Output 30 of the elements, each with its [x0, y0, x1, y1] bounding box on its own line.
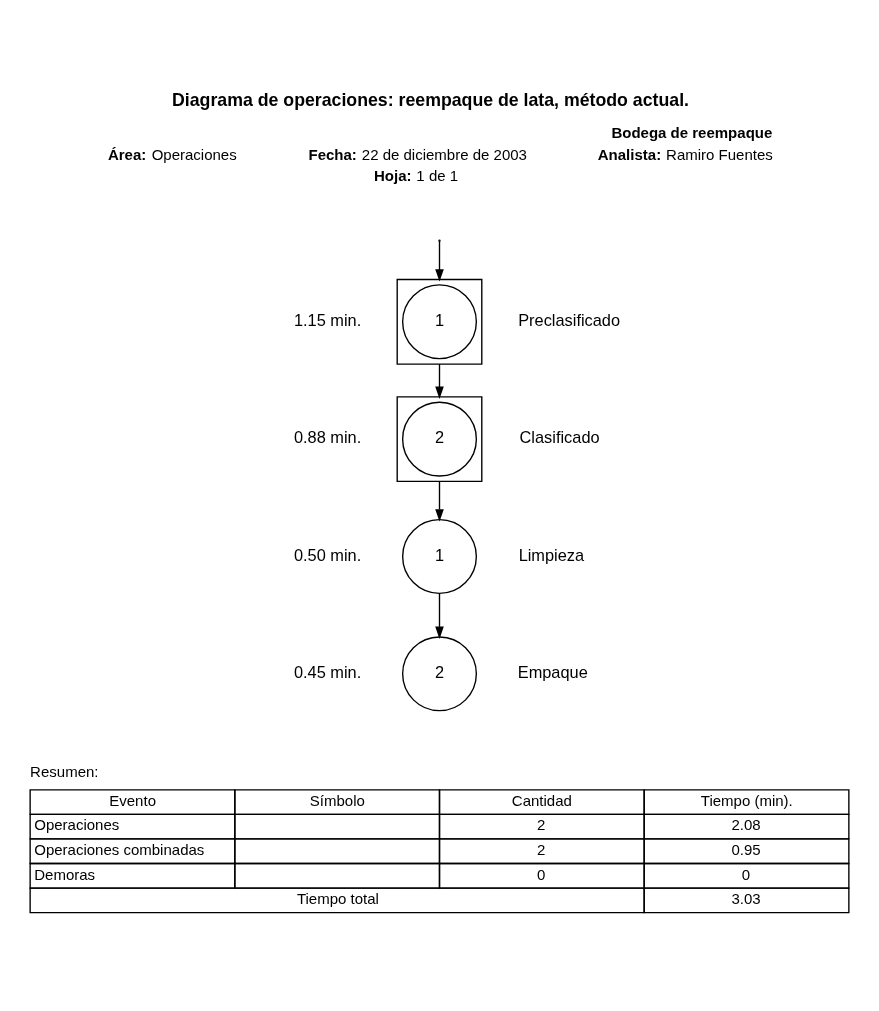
label: Operaciones — [34, 816, 120, 834]
label: Cantidad — [511, 791, 572, 809]
label: Analista: Ramiro Fuentes — [597, 145, 773, 163]
node-label: Empaque — [517, 663, 588, 682]
label: 0 — [537, 865, 546, 883]
node-label: 0.88 min. — [293, 428, 362, 447]
label: 0 — [741, 865, 751, 883]
label: Tiempo (min). — [700, 791, 793, 809]
label: Resumen: — [30, 763, 99, 781]
node-label: 0.50 min. — [293, 545, 362, 564]
node-label: Limpieza — [518, 545, 585, 564]
node-label: 0.45 min. — [293, 663, 362, 682]
label: 0.95 — [731, 841, 761, 859]
node-label: Clasificado — [519, 428, 600, 447]
label: Área: Operaciones — [107, 145, 237, 163]
label: Tiempo total — [296, 890, 379, 908]
label: 2.08 — [731, 816, 761, 834]
label: 2 — [537, 841, 546, 859]
label: Fecha: 22 de diciembre de 2003 — [308, 145, 527, 163]
label: Evento — [109, 791, 156, 809]
label: Operaciones combinadas — [34, 841, 205, 859]
node-label: Preclasificado — [518, 311, 621, 330]
label: 2 — [537, 816, 546, 834]
label: 3.03 — [731, 890, 761, 908]
label: Símbolo — [309, 791, 365, 809]
label: Demoras — [34, 865, 96, 883]
label: Hoja: 1 de 1 — [374, 167, 459, 185]
diagram-title: Diagrama de operaciones: reempaque de lata, método actual. — [172, 89, 690, 110]
node-label: 1.15 min. — [293, 311, 362, 330]
label: Bodega de reempaque — [611, 123, 773, 141]
